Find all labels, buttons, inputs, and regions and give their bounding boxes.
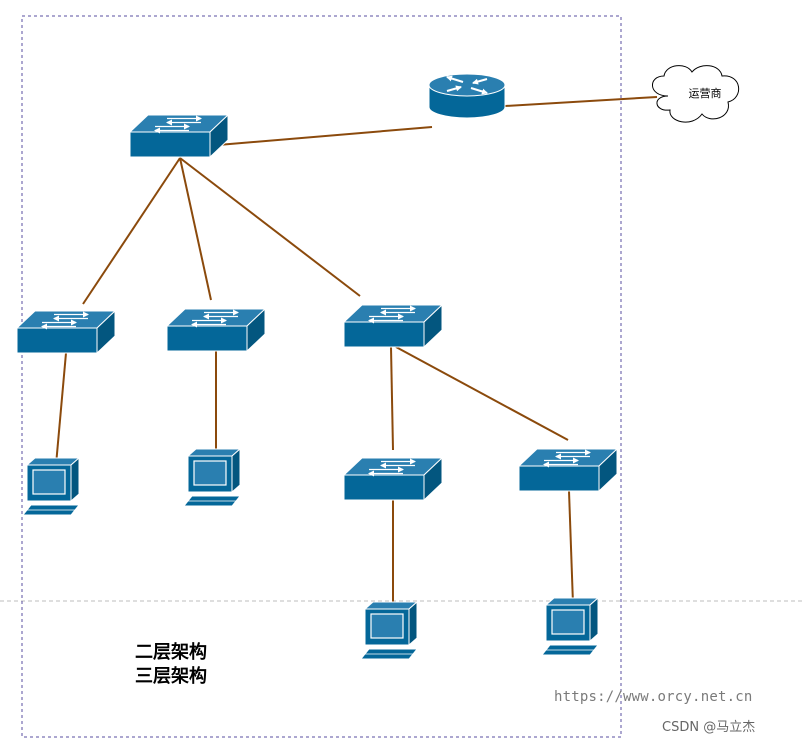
watermark-url: https://www.orcy.net.cn	[554, 689, 753, 705]
access-switch-2	[165, 307, 267, 353]
link-router-to-carrier-cloud	[504, 96, 658, 107]
architecture-label-two-tier: 二层架构	[135, 642, 207, 663]
switch-side-face	[598, 447, 618, 493]
link-access-switch-1-to-pc-1	[55, 352, 67, 466]
carrier-cloud	[652, 65, 739, 123]
pc-monitor-top	[544, 597, 600, 606]
links-layer	[55, 96, 658, 608]
switch-side-face	[96, 309, 116, 355]
switch-side-face	[423, 303, 443, 349]
router-top	[428, 73, 506, 97]
router-arrow-icon	[470, 87, 488, 95]
link-distribution-switch-to-access-switch-3	[390, 346, 394, 451]
switch-front-face	[16, 327, 98, 354]
switch-front-face	[343, 321, 425, 348]
router	[428, 73, 506, 119]
pc-monitor-side	[70, 456, 80, 503]
router-arrow-icon	[446, 75, 464, 83]
pc-screen	[370, 613, 404, 639]
switch-side-face	[246, 307, 266, 353]
carrier-label: 运营商	[688, 87, 722, 100]
access-switch-4	[517, 447, 619, 493]
distribution-switch	[342, 303, 444, 349]
pc-screen	[551, 609, 585, 635]
pc-screen	[193, 460, 227, 486]
pc-screen	[32, 469, 66, 495]
pc-2	[182, 447, 242, 507]
pc-monitor-side	[589, 596, 599, 643]
pc-1	[21, 456, 81, 516]
nodes-layer	[15, 65, 739, 660]
core-switch	[128, 113, 230, 159]
switch-front-face	[518, 465, 600, 492]
watermark-author: CSDN @马立杰	[662, 720, 756, 735]
pc-monitor-top	[25, 457, 81, 466]
switch-front-face	[129, 131, 211, 158]
cloud-icon	[652, 65, 739, 123]
link-core-switch-to-distribution-switch	[179, 157, 361, 297]
switch-side-face	[209, 113, 229, 159]
switch-side-face	[423, 456, 443, 502]
access-switch-3	[342, 456, 444, 502]
pc-monitor-top	[186, 448, 242, 457]
pc-4	[540, 596, 600, 656]
switch-front-face	[166, 325, 248, 352]
pc-3	[359, 600, 419, 660]
pc-monitor-top	[363, 601, 419, 610]
link-core-switch-to-router	[217, 126, 433, 146]
pc-monitor-side	[408, 600, 418, 647]
link-distribution-switch-to-access-switch-4	[395, 346, 569, 441]
link-access-switch-4-to-pc-4	[568, 490, 574, 605]
link-core-switch-to-access-switch-1	[82, 157, 181, 305]
architecture-label-three-tier: 三层架构	[135, 666, 207, 687]
architecture-frame	[21, 15, 622, 738]
switch-front-face	[343, 474, 425, 501]
router-arrow-icon	[472, 78, 488, 85]
access-switch-1	[15, 309, 117, 355]
router-arrow-icon	[446, 85, 462, 92]
pc-monitor-side	[231, 447, 241, 494]
link-core-switch-to-access-switch-2	[179, 157, 212, 301]
